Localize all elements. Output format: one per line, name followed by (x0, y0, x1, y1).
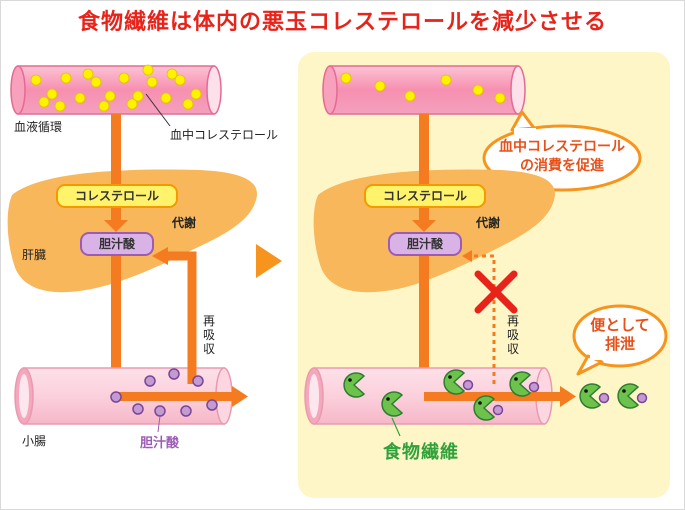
dietary-fiber-pacmen (343, 369, 648, 421)
right-reabsorption-dotted (470, 254, 496, 384)
right-cholesterol-pill: コレステロール (364, 184, 486, 208)
consumption-bubble-text: 血中コレステロール の消費を促進 (490, 138, 634, 176)
left-arrow-to-bile (104, 220, 128, 232)
label-blood-cholesterol: 血中コレステロール (170, 128, 279, 142)
right-label-metabolism: 代謝 (476, 216, 501, 230)
left-bile-acid-pill: 胆汁酸 (80, 232, 154, 256)
left-cholesterol-pill: コレステロール (56, 184, 178, 208)
label-dietary-fiber: 食物繊維 (383, 442, 459, 463)
fiber-pacman-5 (509, 371, 540, 397)
label-small-intestine: 小腸 (22, 434, 47, 448)
label-liver: 肝臓 (22, 248, 47, 262)
fiber-pacman-1 (343, 372, 366, 398)
label-blood-circulation: 血液循環 (14, 120, 63, 134)
label-metabolism: 代謝 (172, 216, 197, 230)
fiber-pacman-6 (579, 383, 610, 409)
label-bile-acid-bottom: 胆汁酸 (140, 436, 180, 451)
excretion-bubble-line2: 排泄 (604, 335, 635, 353)
page-title: 食物繊維は体内の悪玉コレステロールを減少させる (77, 10, 607, 35)
left-reabsorption-arrow (164, 251, 197, 384)
fiber-pacman-7 (617, 383, 648, 409)
consumption-bubble-line2: の消費を促進 (520, 158, 604, 174)
left-arrow-intestine-out (232, 386, 248, 407)
blocked-cross-icon (474, 270, 518, 314)
label-reabsorption: 再吸収 (202, 314, 215, 356)
excretion-bubble-line1: 便として (590, 316, 650, 334)
right-label-reabsorption: 再吸収 (506, 314, 519, 356)
right-cholesterol-dots (340, 72, 506, 104)
left-blood-vessel (10, 65, 222, 115)
excretion-bubble-text: 便として 排泄 (580, 316, 660, 354)
left-arrow-bile-to-intestine (111, 256, 121, 384)
left-cholesterol-pointer (145, 93, 171, 127)
fiber-pacman-4 (473, 395, 504, 421)
right-arrow-intestine-out (560, 386, 576, 407)
excretion-bubble (572, 304, 668, 376)
fiber-pacman-3 (443, 369, 474, 395)
consumption-bubble-line1: 血中コレステロール (499, 139, 625, 155)
left-cholesterol-dots (30, 64, 202, 112)
left-arrow-vessel-to-liver (111, 114, 121, 184)
arrow-triangle-icon (256, 244, 282, 278)
right-bile-acid-pill: 胆汁酸 (388, 232, 462, 256)
fiber-pacman-2 (381, 391, 404, 417)
right-blood-vessel (322, 65, 526, 115)
left-bile-dots (110, 368, 218, 417)
left-small-intestine (14, 367, 233, 425)
